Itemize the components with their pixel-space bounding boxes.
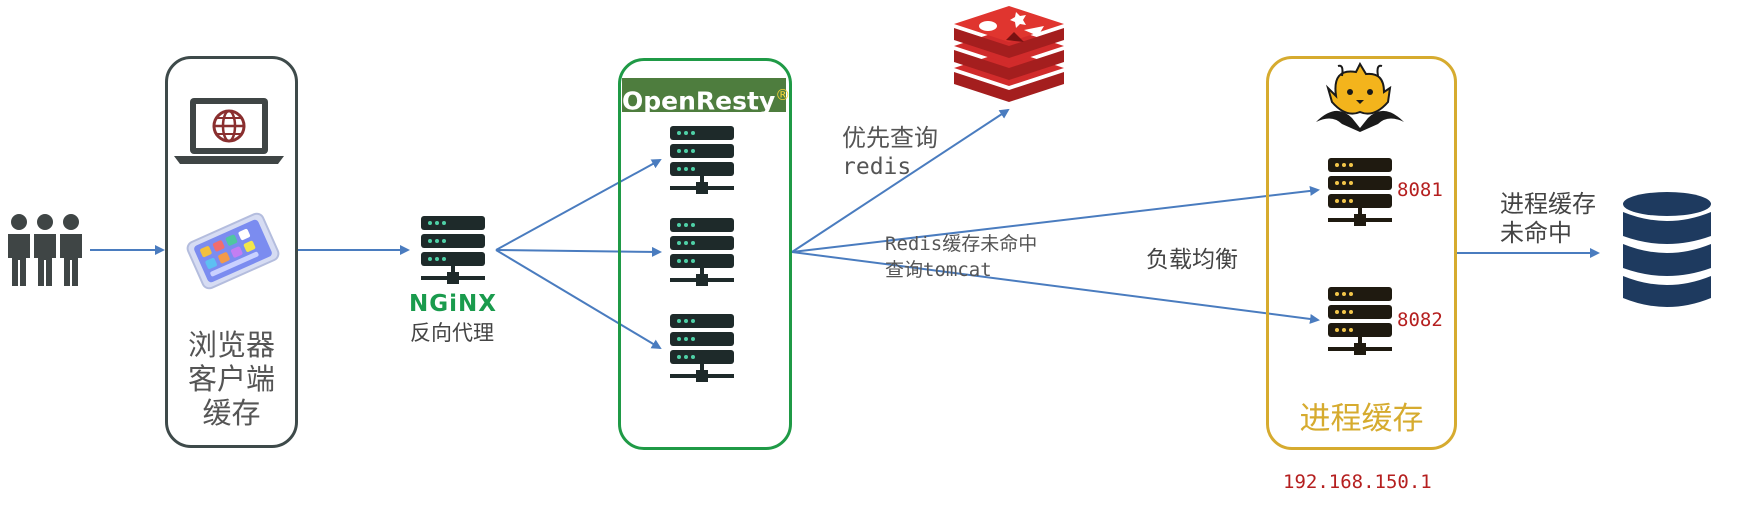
openresty-server-icon-3 (670, 314, 734, 382)
browser-cache-label: 浏览器 客户端 缓存 (165, 328, 298, 430)
redis-logo (954, 6, 1064, 102)
nginx-reverse-proxy-label: 反向代理 (410, 321, 494, 345)
browser-cache-box (165, 56, 298, 448)
arrow-openresty-to-tomcat-8082 (791, 251, 1320, 324)
tomcat-word: tomcat (923, 259, 992, 281)
openresty-name: OpenResty (622, 86, 776, 116)
laptop-globe-icon (174, 98, 284, 164)
tomcat-port-8082: 8082 (1397, 309, 1443, 331)
tomcat-box (1266, 56, 1457, 450)
tomcat-server-icon-8082 (1328, 287, 1392, 355)
tomcat-logo (1316, 62, 1404, 132)
redis-query-label-line-1: 优先查询 (842, 124, 938, 152)
redis-miss-label-line-2: 查询tomcat (885, 260, 992, 281)
tomcat-port-8081: 8081 (1397, 179, 1443, 201)
tomcat-ip-label: 192.168.150.1 (1283, 471, 1432, 493)
redis-miss-label-line-1: Redis缓存未命中 (885, 234, 1037, 255)
browser-label-line-2: 客户端 (187, 362, 275, 396)
openresty-server-icon-2 (670, 218, 734, 286)
arrow-nginx-to-openresty-bottom (495, 249, 662, 350)
process-cache-miss-label: 进程缓存 未命中 (1500, 190, 1610, 248)
nginx-logo: NGiNX (409, 291, 497, 317)
arrow-openresty-to-tomcat-8081 (791, 185, 1320, 253)
redis-miss-text: 缓存未命中 (942, 233, 1038, 255)
browser-label-line-3: 缓存 (202, 396, 261, 430)
query-text: 查询 (885, 259, 924, 281)
smartphone-icon (186, 212, 280, 290)
arrow-nginx-to-openresty-top (495, 159, 662, 251)
arrow-nginx-to-openresty-mid (495, 246, 662, 257)
load-balance-label: 负载均衡 (1146, 247, 1238, 273)
arrow-openresty-to-redis (791, 108, 1010, 253)
browser-label-line-1: 浏览器 (187, 328, 275, 362)
openresty-badge: OpenResty® (622, 78, 790, 116)
openresty-box (618, 58, 792, 450)
users-icon (8, 214, 82, 286)
process-miss-line-1: 进程缓存 (1500, 190, 1596, 218)
openresty-server-icon-1 (670, 126, 734, 194)
nginx-server-icon (421, 216, 485, 284)
process-cache-label: 进程缓存 (1299, 401, 1424, 437)
tomcat-server-icon-8081 (1328, 158, 1392, 226)
process-miss-line-2: 未命中 (1500, 219, 1572, 247)
redis-query-label-line-2: redis (842, 154, 912, 180)
redis-miss-redis-word: Redis (885, 233, 943, 255)
database-icon (1623, 192, 1711, 307)
registered-mark: ® (775, 86, 791, 104)
